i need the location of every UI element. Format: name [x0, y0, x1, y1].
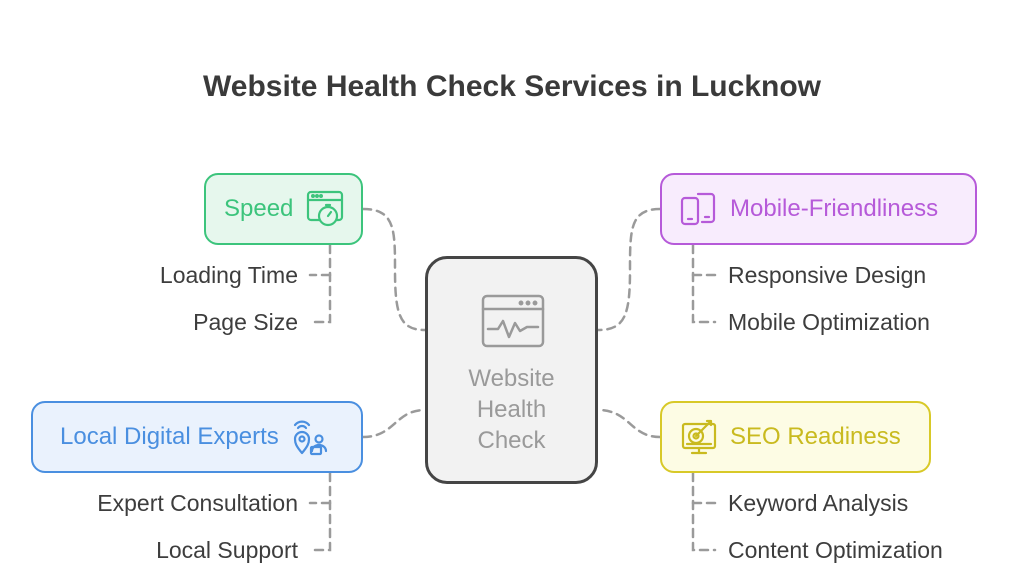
center-label-line: Check	[477, 427, 546, 454]
devices-icon	[678, 189, 718, 229]
branch-mobile: Mobile-Friendliness	[660, 173, 977, 245]
connector-mobile	[596, 207, 662, 332]
connector-speed	[361, 207, 427, 332]
browser-pulse-icon	[480, 293, 546, 356]
connector-local-sub	[308, 471, 332, 552]
sub-item-keyword-analysis: Keyword Analysis	[728, 490, 909, 516]
branch-local-label: Local Digital Experts	[60, 423, 279, 450]
branch-seo-label: SEO Readiness	[730, 423, 901, 450]
center-label-line: Health	[476, 396, 547, 423]
center-label-line: Website	[468, 365, 555, 392]
sub-item-loading-time: Loading Time	[159, 262, 298, 288]
connector-seo-sub	[691, 471, 717, 552]
target-monitor-icon	[680, 417, 720, 457]
branch-seo: SEO Readiness	[660, 401, 931, 473]
sub-item-page-size: Page Size	[193, 309, 298, 335]
center-label: Website Health Check	[428, 363, 595, 456]
stopwatch-browser-icon	[305, 189, 345, 229]
sub-item-local-support: Local Support	[156, 537, 298, 563]
branch-speed-label: Speed	[224, 195, 294, 222]
branch-speed: Speed	[204, 173, 363, 245]
page-title: Website Health Check Services in Lucknow	[203, 70, 821, 103]
branch-mobile-label: Mobile-Friendliness	[730, 195, 939, 222]
sub-item-expert-consultation: Expert Consultation	[97, 490, 298, 516]
connector-local	[361, 408, 427, 439]
sub-item-mobile-optimization: Mobile Optimization	[728, 309, 930, 335]
connector-seo	[596, 408, 662, 439]
location-expert-icon	[289, 417, 329, 457]
sub-item-content-optimization: Content Optimization	[728, 537, 943, 563]
connector-mobile-sub	[691, 243, 717, 324]
branch-local: Local Digital Experts	[31, 401, 363, 473]
center-node: Website Health Check	[425, 256, 598, 484]
connector-speed-sub	[308, 243, 332, 324]
sub-item-responsive-design: Responsive Design	[728, 262, 927, 288]
